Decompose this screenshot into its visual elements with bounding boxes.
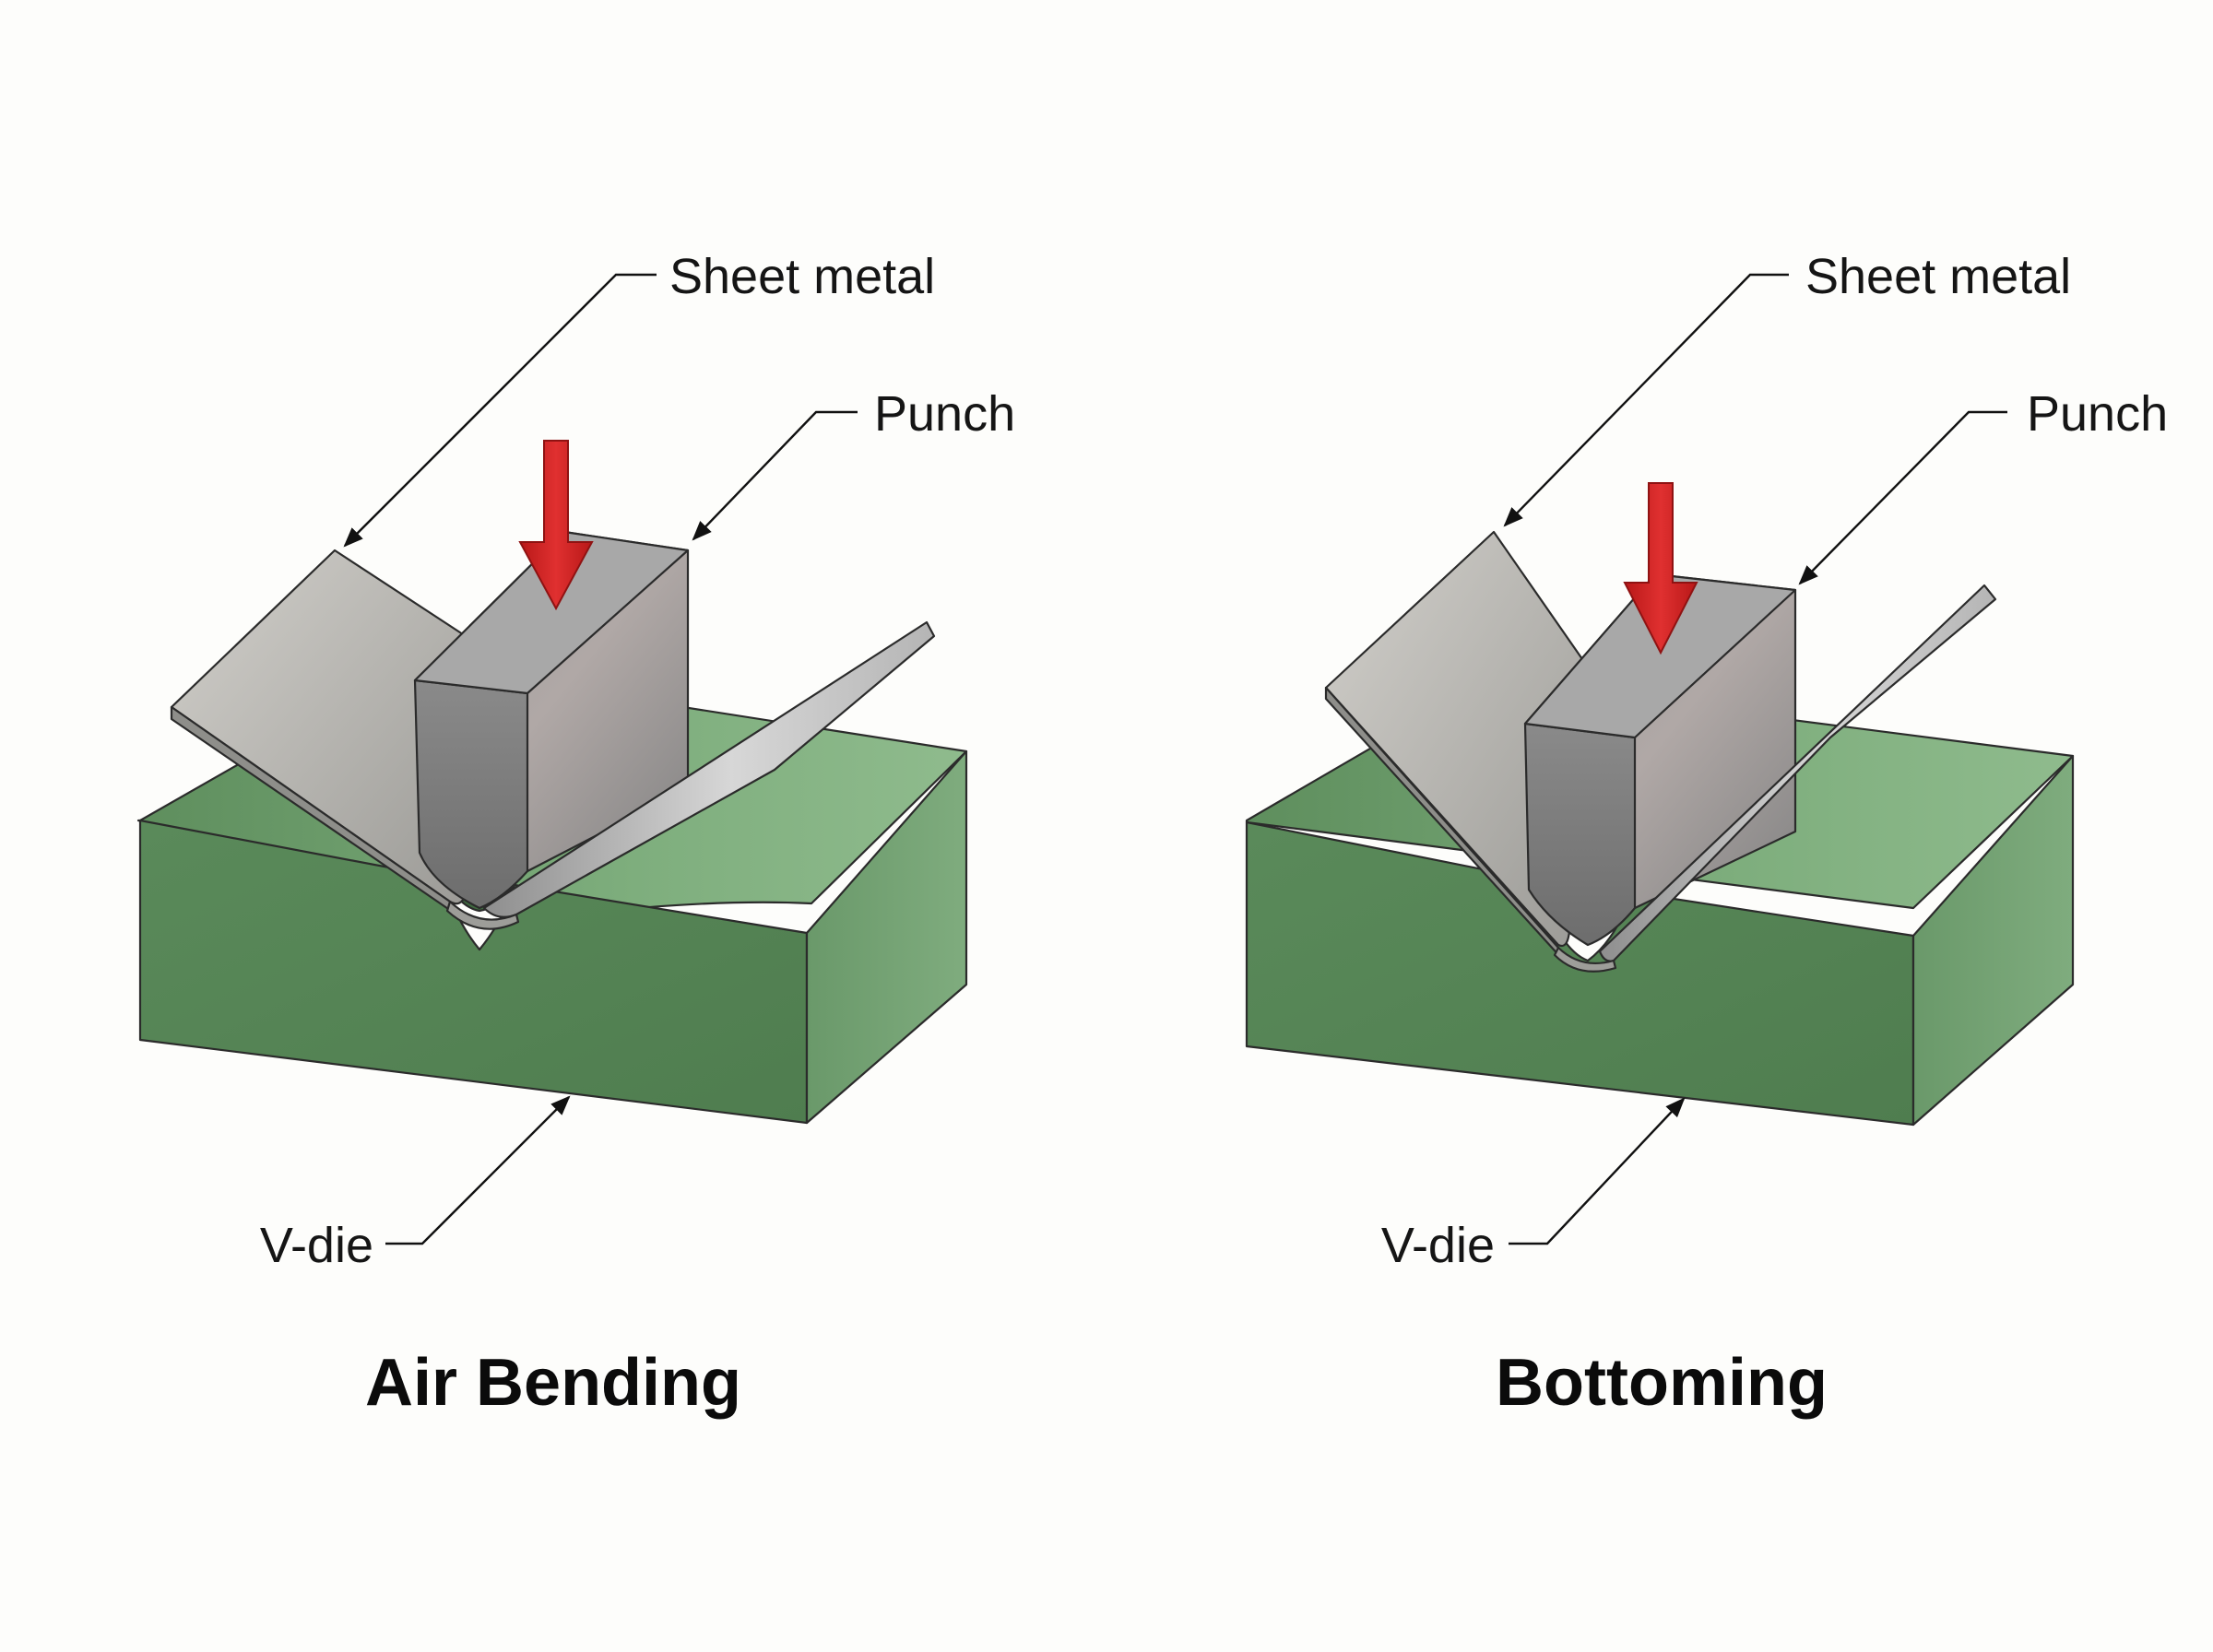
sheet-metal-bend-radius (445, 900, 520, 930)
punch-block (413, 530, 690, 910)
bottoming-caption: Bottoming (1496, 1346, 1828, 1420)
punch-top-face (1523, 572, 1797, 739)
sheet-metal-leader (343, 273, 657, 548)
punch-leader (692, 410, 858, 541)
v-die-label: V-die (260, 1218, 373, 1273)
sheet-metal-label: Sheet metal (669, 249, 935, 304)
v-die-side-face (805, 749, 968, 1125)
panel-bottoming: Sheet metal Punch V-die Bottoming (1245, 249, 2168, 1420)
v-die-label: V-die (1381, 1218, 1495, 1273)
punch-label: Punch (874, 386, 1015, 442)
sheet-metal-label: Sheet metal (1805, 249, 2071, 304)
sheet-metal-leader (1503, 273, 1789, 527)
punch-label: Punch (2027, 386, 2168, 442)
v-die-leader (385, 1095, 571, 1245)
punch-leader (1798, 410, 2007, 585)
air-bending-caption: Air Bending (365, 1346, 741, 1420)
punch-front-face (413, 678, 529, 910)
punch-front-face (1523, 722, 1637, 947)
down-arrow-icon (518, 440, 594, 611)
v-die-side-face (1911, 754, 2075, 1127)
v-die-leader (1509, 1097, 1686, 1245)
panel-air-bending: Sheet metal Punch V-die Air Bending (136, 249, 1015, 1420)
sheet-metal-bend-radius (1553, 946, 1617, 973)
punch-top-face (413, 530, 690, 695)
down-arrow-icon (1623, 482, 1698, 655)
punch-block (1523, 572, 1797, 947)
